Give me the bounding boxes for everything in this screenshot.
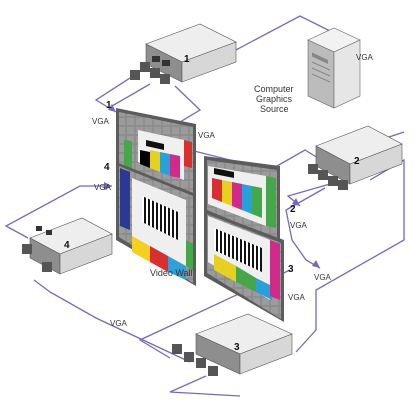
cable-device-1-to-screen-1 [94,77,151,113]
vga-label-device-2-loop: VGA [314,273,332,282]
arrow-screen-3 [312,260,320,268]
vga-label-screen-4: VGA [94,183,112,192]
source-label-line-3: Source [260,104,289,114]
device-3 [172,313,293,376]
vga-label-screen-3: VGA [288,293,306,302]
screen-1-label: 1 [106,100,112,111]
vga-label-pc: VGA [356,53,374,62]
vga-label-device-1-loop: VGA [198,131,216,140]
arrow-screen-2 [292,198,300,206]
cable-device-1-to-device-2 [148,85,319,171]
arrow-screen-1 [108,104,116,112]
source-label-line-1: Computer [254,84,294,94]
video-wall-caption: Video Wall [150,268,193,278]
device-1 [130,23,237,84]
device-1-label: 1 [184,54,190,65]
source-label-line-2: Graphics [256,94,293,104]
screen-3-label: 3 [288,264,294,275]
arrow-screen-4 [104,182,112,190]
device-4 [22,217,113,275]
device-2-label: 2 [354,156,360,167]
pc-tower [307,27,361,109]
screen-2-label: 2 [290,204,296,215]
screen-4-label: 4 [104,162,110,173]
screen-4 [116,162,196,286]
device-3-label: 3 [234,342,240,353]
device-2 [308,125,403,190]
screen-2 [204,156,280,242]
vga-label-screen-1: VGA [92,117,110,126]
cable-device-3-to-device-4 [33,279,241,397]
vga-label-device-3-loop: VGA [110,319,128,328]
vga-label-screen-2: VGA [290,221,308,230]
device-4-label: 4 [64,240,70,251]
screen-3 [204,210,284,322]
